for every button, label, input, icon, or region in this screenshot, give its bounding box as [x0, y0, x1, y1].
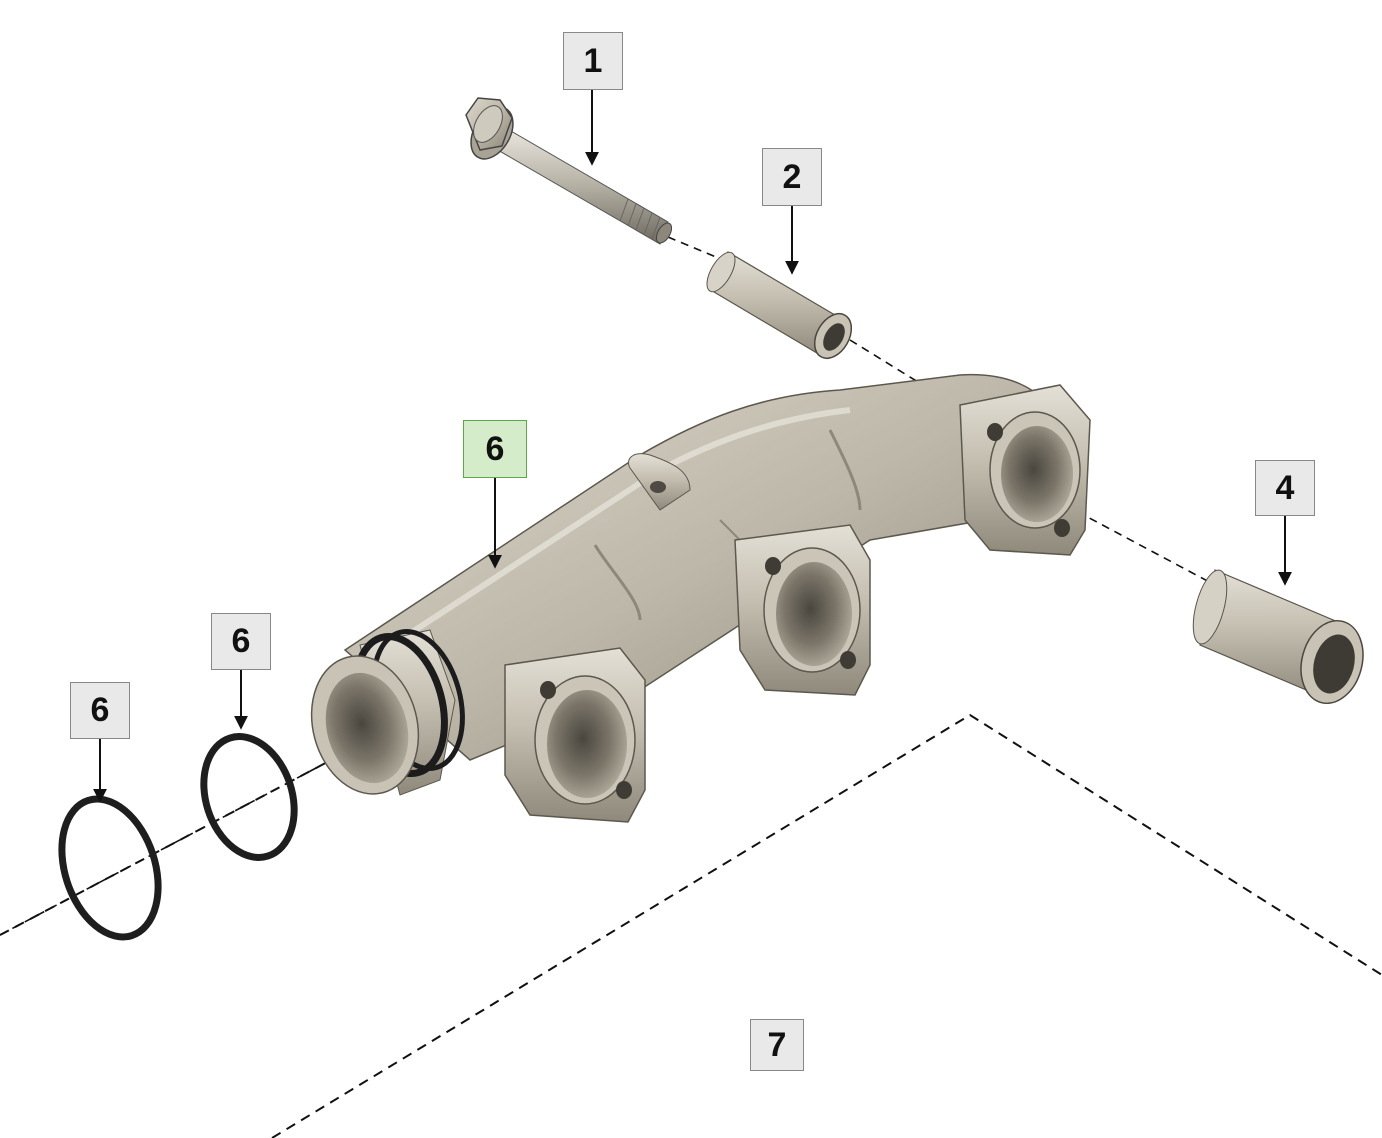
callout-6-oring-outer[interactable]: 6 [70, 682, 130, 739]
callout-6-manifold[interactable]: 6 [463, 420, 527, 478]
o-ring-inner[interactable] [189, 725, 309, 870]
exhaust-manifold[interactable] [297, 373, 1091, 823]
callout-4[interactable]: 4 [1255, 460, 1315, 516]
callout-6-oring-inner[interactable]: 6 [211, 613, 271, 670]
callout-1[interactable]: 1 [563, 32, 623, 90]
spacer-sleeve[interactable] [701, 248, 859, 365]
sleeve[interactable] [1187, 567, 1372, 711]
callout-7[interactable]: 7 [750, 1019, 804, 1071]
callout-2[interactable]: 2 [762, 148, 822, 206]
o-ring-outer[interactable] [45, 787, 174, 950]
flange-bolt[interactable] [462, 97, 674, 246]
assembly-axis-lines [0, 236, 1216, 936]
leader-arrows [93, 90, 1292, 803]
